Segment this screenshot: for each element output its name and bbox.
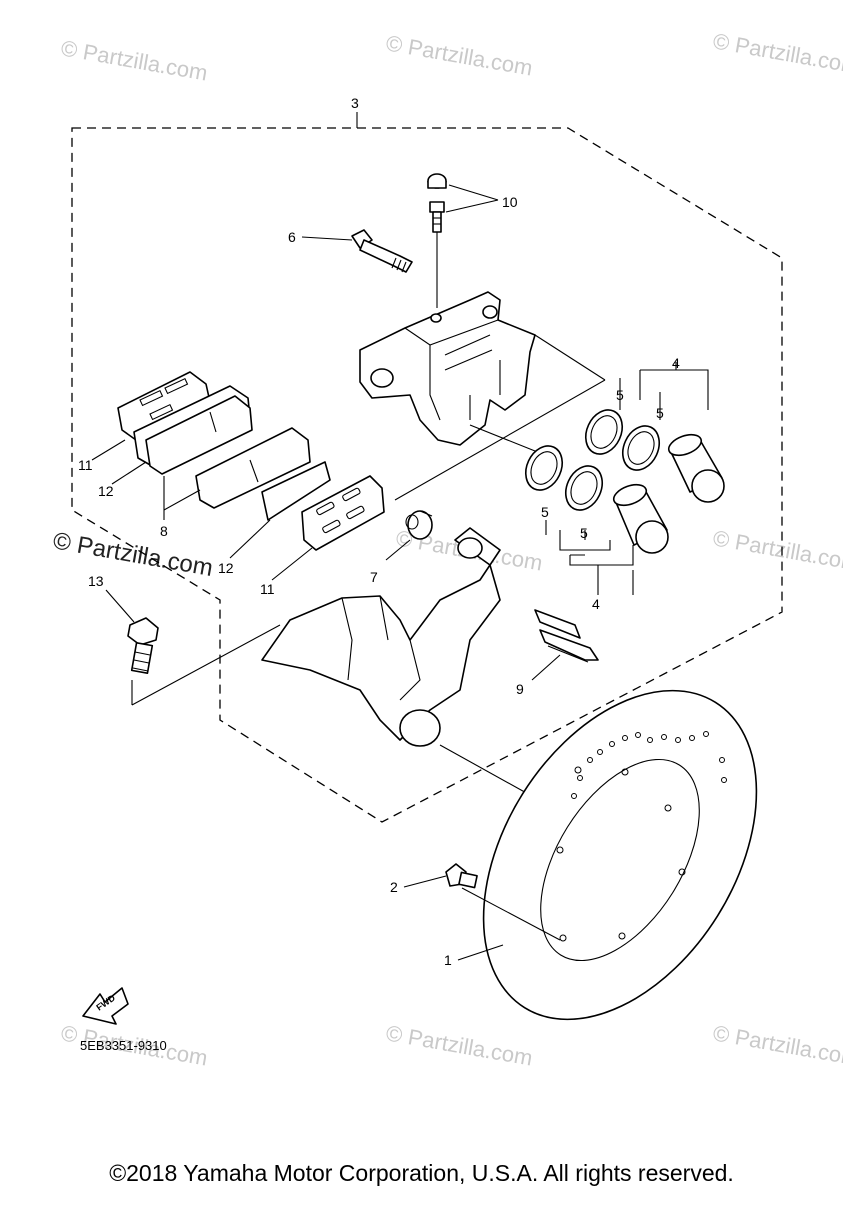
callout-5-c: 5 <box>541 504 549 520</box>
pad-spring <box>534 609 599 663</box>
watermark-text-dark: © Partzilla.com <box>51 527 215 582</box>
callout-13: 13 <box>88 573 104 589</box>
leader-line <box>445 199 499 213</box>
leader-line <box>385 539 411 561</box>
brake-pads-right <box>261 461 385 551</box>
pistons <box>612 433 725 554</box>
leader-line <box>403 875 447 888</box>
callout-5-a: 5 <box>616 387 624 403</box>
callout-5-b: 5 <box>656 405 664 421</box>
bleeder-screw <box>427 173 447 233</box>
leader-line <box>461 887 561 941</box>
watermark-text: © Partzilla.com <box>711 1020 843 1070</box>
leader-line <box>394 379 606 501</box>
leader-line <box>448 184 499 201</box>
pin-bolt <box>351 229 413 273</box>
bracket-bolt <box>127 617 159 674</box>
leader-line <box>531 654 561 681</box>
assembly-boundary <box>71 127 783 823</box>
brake-pads-left <box>117 371 311 509</box>
watermark-text: © Partzilla.com <box>711 28 843 78</box>
pin-boot <box>405 510 433 540</box>
callout-3: 3 <box>351 95 359 111</box>
callout-8: 8 <box>160 523 168 539</box>
watermark-text: © Partzilla.com <box>711 525 843 575</box>
disc-bolt <box>445 863 478 889</box>
callout-1: 1 <box>444 952 452 968</box>
watermark-text: © Partzilla.com <box>59 35 209 85</box>
leader-line <box>439 744 531 796</box>
watermark-text: © Partzilla.com <box>384 30 534 80</box>
leader-line <box>469 424 546 456</box>
callout-11-a: 11 <box>78 457 93 473</box>
callout-12-b: 12 <box>218 560 234 576</box>
callout-brackets <box>545 362 709 595</box>
callout-2: 2 <box>390 879 398 895</box>
leader-line <box>105 589 135 623</box>
callout-10: 10 <box>502 194 518 210</box>
callout-4-bottom: 4 <box>592 596 600 612</box>
callout-numbers: 3 10 6 4 5 5 11 12 5 8 5 12 7 13 11 4 9 … <box>78 95 680 968</box>
callout-12-a: 12 <box>98 483 114 499</box>
callout-9: 9 <box>516 681 524 697</box>
leader-line <box>301 236 353 241</box>
leader-line <box>131 624 281 706</box>
watermark-layer: © Partzilla.com © Partzilla.com © Partzi… <box>51 28 843 1070</box>
copyright-notice: ©2018 Yamaha Motor Corporation, U.S.A. A… <box>109 1160 734 1186</box>
callout-6: 6 <box>288 229 296 245</box>
leader-line <box>534 334 606 381</box>
watermark-text: © Partzilla.com <box>384 1020 534 1070</box>
fwd-arrow-icon: FWD <box>82 987 129 1025</box>
caliper-body <box>359 291 536 446</box>
brake-disc <box>482 689 758 1021</box>
callout-4-top: 4 <box>672 355 680 371</box>
callout-7: 7 <box>370 569 378 585</box>
diagram-reference: 5EB3351-9310 <box>80 1038 167 1053</box>
caliper-bracket <box>261 527 501 747</box>
callout-11-b: 11 <box>260 581 275 597</box>
piston-seals <box>524 409 661 511</box>
callout-5-d: 5 <box>580 525 588 541</box>
leader-line <box>457 944 504 961</box>
pad-leaders <box>91 439 313 581</box>
